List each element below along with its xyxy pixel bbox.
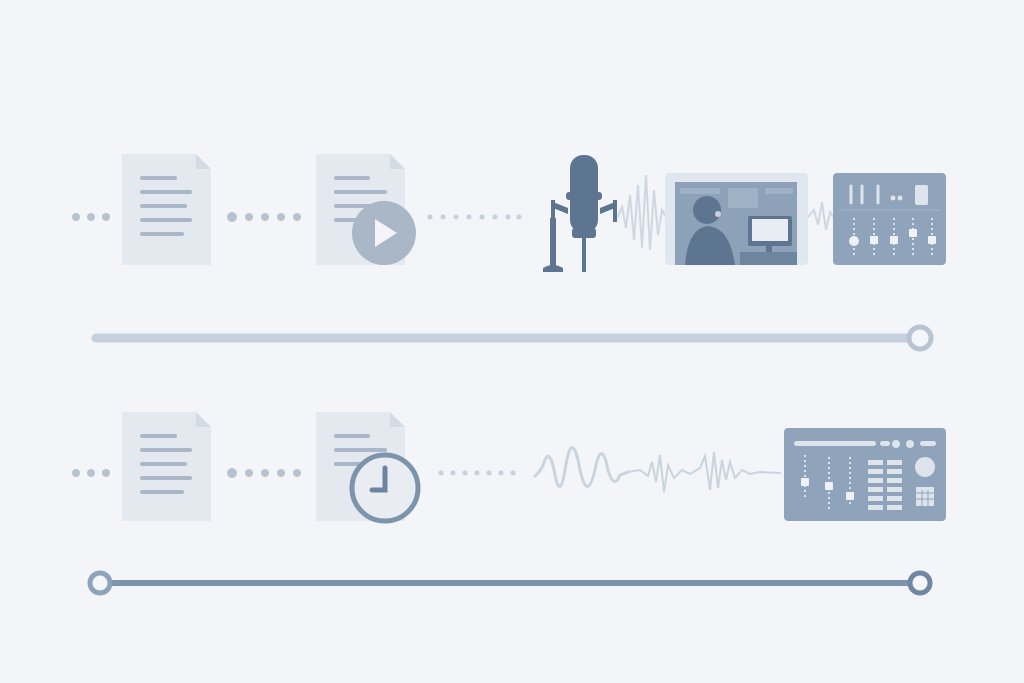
connector-dots [227,468,301,478]
connector-dots [72,469,110,477]
timeline-track-1 [91,324,934,352]
timeline-end-handle [906,324,934,352]
timeline-track-2 [87,570,933,596]
mixer-panel-icon [833,173,946,265]
row-2 [72,412,946,524]
clock-icon [349,452,421,524]
connector-dots [227,212,301,222]
waveform-icon [617,174,667,251]
document-clock-icon [316,412,421,524]
document-icon [122,412,211,521]
connector-dots [72,213,110,221]
waveform-icon [533,446,781,493]
connector-dots [438,470,516,476]
waveform-icon [807,201,834,231]
microphone-icon [543,155,617,272]
timeline-end-handle [907,570,933,596]
mixer-console-icon [784,428,946,521]
document-icon [122,154,211,265]
connector-dots [427,214,522,220]
timeline-start-handle [87,570,113,596]
document-play-icon [316,154,416,265]
person-at-monitor-icon [665,173,808,265]
row-1 [72,154,946,272]
